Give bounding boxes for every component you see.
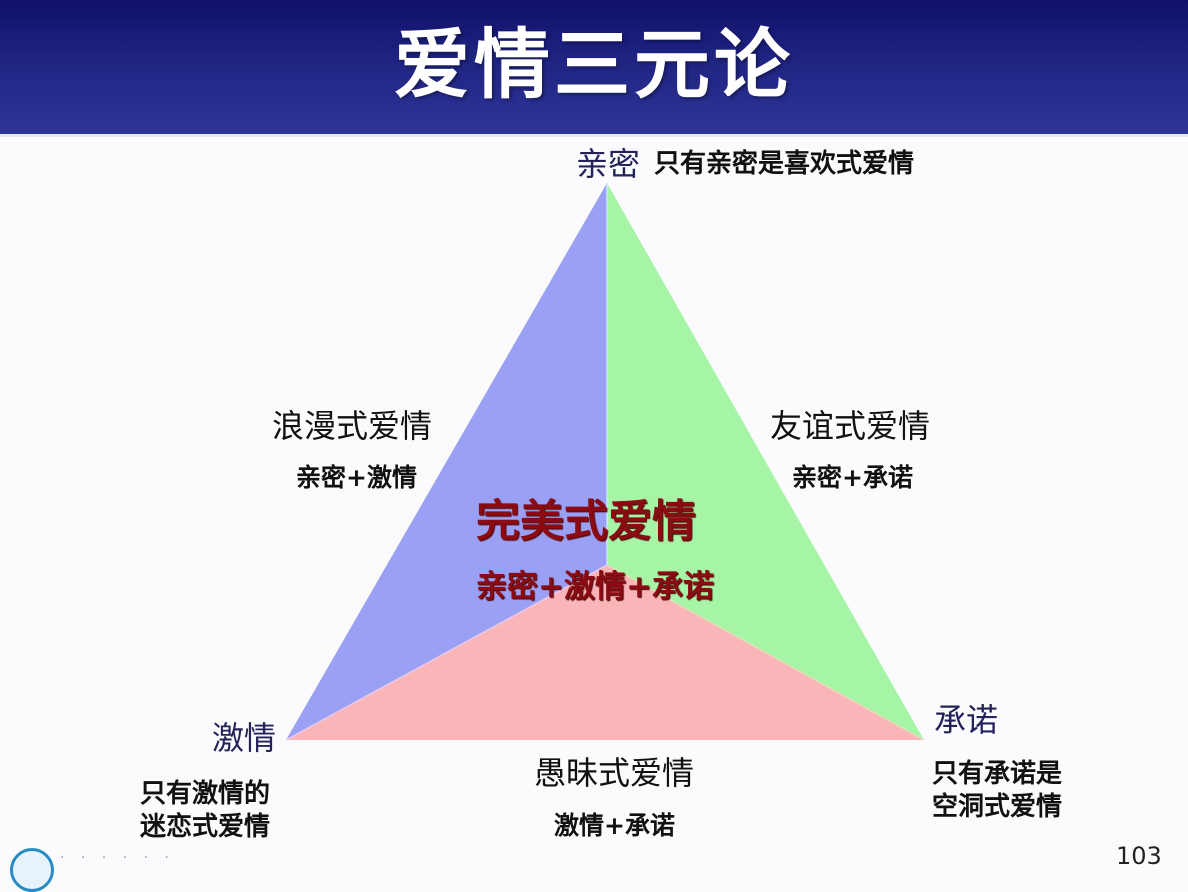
vertex-note-passion-line1: 只有激情的 — [140, 779, 271, 809]
vertex-note-passion-line2: 迷恋式爱情 — [140, 812, 271, 842]
divider-line — [606, 564, 925, 741]
side-combo-romantic: 亲密+激情 — [296, 463, 417, 492]
vertex-note-intimacy: 只有亲密是喜欢式爱情 — [654, 149, 915, 179]
vertex-label-passion: 激情 — [212, 719, 277, 757]
logo-icon — [10, 848, 54, 892]
vertex-label-intimacy: 亲密 — [576, 145, 641, 183]
side-type-fatuous: 愚昧式爱情 — [534, 754, 695, 792]
center-type-consummate: 完美式爱情 — [476, 496, 696, 547]
vertex-note-commitment-line2: 空洞式爱情 — [932, 792, 1063, 822]
passion-commitment-region — [286, 565, 924, 740]
love-triangle-diagram — [285, 183, 925, 741]
side-combo-companionate: 亲密+承诺 — [792, 463, 913, 492]
side-type-romantic: 浪漫式爱情 — [272, 407, 433, 445]
intimacy-passion-region — [286, 183, 607, 740]
center-combo-consummate: 亲密+激情+承诺 — [476, 569, 714, 605]
footer-org-text: · · · · · · — [60, 850, 175, 866]
page-title: 爱情三元论 — [394, 20, 794, 109]
title-banner: 爱情三元论 — [0, 0, 1188, 137]
page-number: 103 — [1116, 842, 1162, 870]
side-combo-fatuous: 激情+承诺 — [554, 811, 675, 840]
vertex-note-commitment-line1: 只有承诺是 — [932, 759, 1063, 789]
vertex-label-commitment: 承诺 — [934, 701, 999, 739]
intimacy-commitment-region — [607, 183, 924, 740]
divider-line — [285, 564, 608, 741]
side-type-companionate: 友谊式爱情 — [770, 407, 931, 445]
